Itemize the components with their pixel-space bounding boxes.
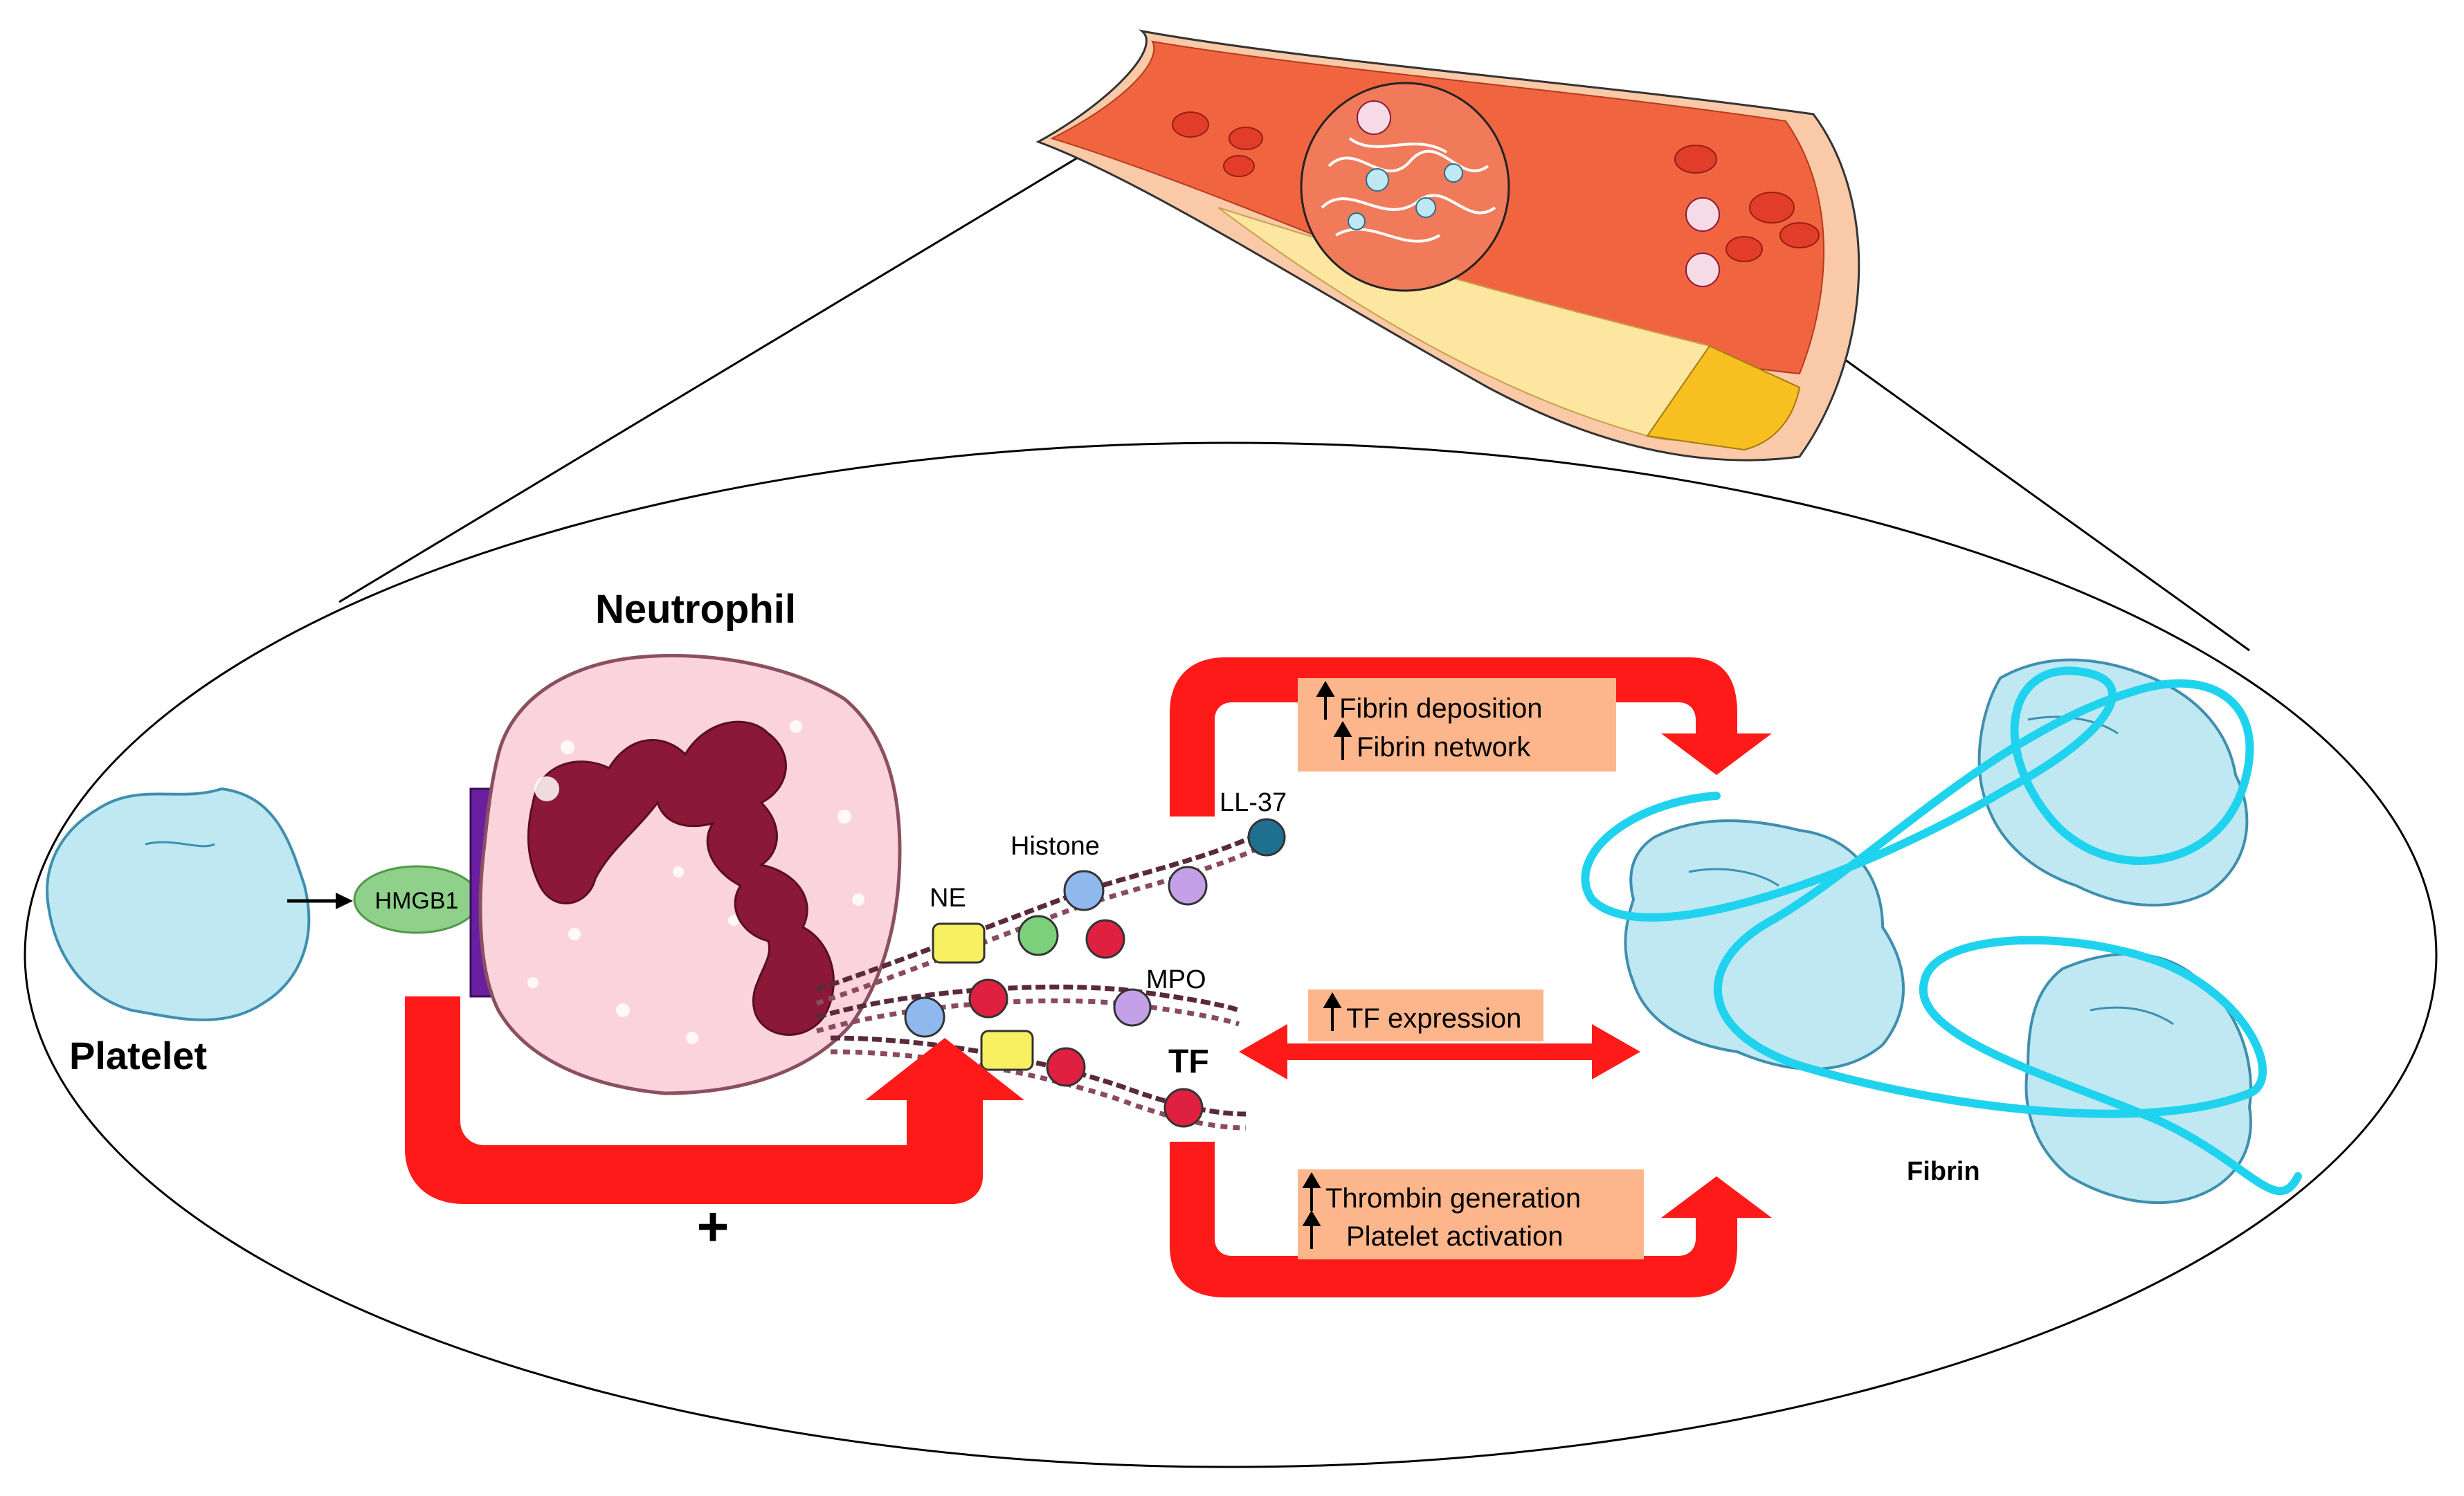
mpo-label: MPO — [1146, 965, 1206, 994]
tf-protein — [1163, 1088, 1204, 1128]
ll37-protein — [1247, 818, 1286, 857]
up-arrow-icon-3 — [1323, 992, 1342, 1031]
up-arrow-icon — [1316, 681, 1335, 720]
mpo-protein — [1113, 988, 1152, 1027]
plus-sign: + — [697, 1196, 730, 1257]
box-thrombin-line1: Thrombin generation — [1325, 1183, 1581, 1214]
box-thrombin-line2: Platelet activation — [1346, 1221, 1564, 1252]
up-arrow-icon-5 — [1302, 1210, 1321, 1249]
red-protein-1 — [1085, 919, 1125, 959]
green-protein — [1017, 915, 1059, 956]
zoom-ellipse — [24, 441, 2438, 1468]
box-thrombin: Thrombin generation Platelet activation — [1298, 1169, 1644, 1259]
neutrophil-label: Neutrophil — [595, 587, 796, 632]
box-tf-expression: TF expression — [1308, 989, 1543, 1041]
up-arrow-icon-2 — [1333, 721, 1352, 760]
histone-label: Histone — [1011, 832, 1100, 861]
platelet-cell — [46, 787, 311, 1021]
ne-label: NE — [930, 884, 966, 913]
up-arrow-icon-4 — [1302, 1172, 1321, 1211]
box-fibrin-line2: Fibrin network — [1357, 732, 1531, 763]
histone-protein-2 — [904, 996, 945, 1038]
hmgb1-label: HMGB1 — [375, 888, 459, 914]
blood-vessel-illustration — [1035, 29, 1860, 462]
net-proteins — [904, 818, 1286, 1128]
ne-protein-lower — [980, 1030, 1034, 1071]
ne-protein-upper — [932, 922, 986, 964]
red-protein-2 — [968, 978, 1008, 1019]
fibrin-label: Fibrin — [1907, 1157, 1980, 1186]
neutrophil-cell — [478, 654, 902, 1095]
red-protein-3 — [1046, 1047, 1086, 1087]
platelet-to-hmgb1-arrow — [287, 893, 353, 909]
mpo-protein-upper — [1168, 866, 1208, 906]
platelet-label: Platelet — [69, 1034, 207, 1077]
box-fibrin-line1: Fibrin deposition — [1339, 693, 1543, 724]
positive-feedback-arrow — [405, 996, 1024, 1204]
tf-expression-arrow — [1239, 1024, 1640, 1079]
tf-label: TF — [1168, 1043, 1209, 1080]
box-fibrin: Fibrin deposition Fibrin network — [1298, 678, 1616, 772]
fibrin-strand — [1581, 666, 2302, 1196]
histone-protein — [1063, 870, 1105, 911]
ll37-label: LL-37 — [1220, 788, 1287, 817]
box-tf-expression-line1: TF expression — [1346, 1003, 1521, 1034]
